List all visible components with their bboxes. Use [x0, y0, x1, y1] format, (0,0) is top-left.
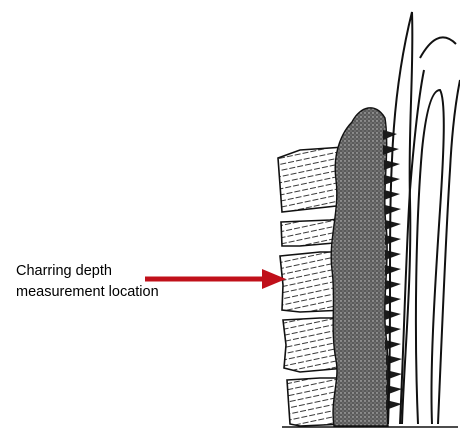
- flame-5: [420, 37, 456, 58]
- arrow-right-icon: [145, 269, 286, 289]
- callout-label-line-1: Charring depth: [16, 262, 112, 281]
- flame-4: [438, 80, 460, 424]
- wood-block-1: [278, 147, 345, 212]
- charred-layer: [331, 108, 388, 426]
- flames: [388, 12, 460, 424]
- callout-label-line-2: measurement location: [16, 283, 159, 302]
